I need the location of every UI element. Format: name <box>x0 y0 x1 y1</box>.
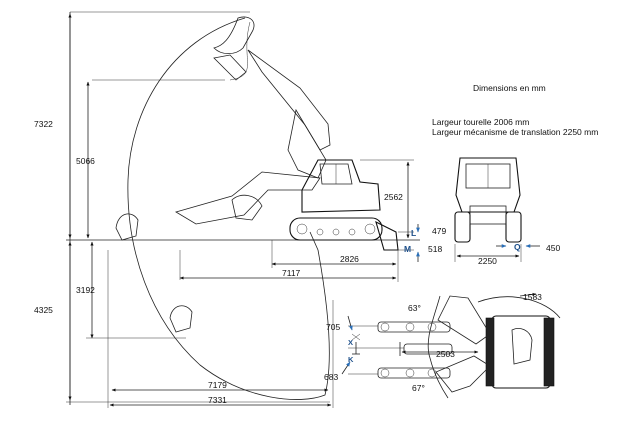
boom-swing-left <box>435 355 491 393</box>
top-track-right <box>543 317 555 387</box>
marker-l: L <box>411 228 416 238</box>
letter-markers: L M Q X K <box>348 228 521 364</box>
dozer-blade <box>375 220 399 251</box>
bucket-at-ground <box>115 213 139 241</box>
top-upper-structure <box>491 315 551 389</box>
boom-swing-right <box>437 295 491 345</box>
label-max-height: 7322 <box>34 119 53 129</box>
dimension-labels: 7322 5066 4325 3192 7179 7331 2826 7117 … <box>34 119 560 405</box>
offset-arc <box>427 295 449 399</box>
bucket-link <box>213 54 247 81</box>
label-dump-height: 5066 <box>76 156 95 166</box>
marker-m: M <box>404 244 411 254</box>
label-dig-depth-vertical: 3192 <box>76 285 95 295</box>
note-turret-width: Largeur tourelle 2006 mm <box>432 117 530 127</box>
undercarriage-track <box>289 217 383 241</box>
note-track-width: Largeur mécanisme de translation 2250 mm <box>432 127 599 137</box>
vertical-dimensions <box>66 13 330 403</box>
top-track-left <box>485 317 495 387</box>
label-reach-max: 7331 <box>208 395 227 405</box>
marker-x: X <box>348 338 353 347</box>
label-tail-swing-radius: 1583 <box>523 292 542 302</box>
cab-window <box>319 163 353 185</box>
label-angle-left: 67° <box>412 383 425 393</box>
label-reach-ground: 7179 <box>208 380 227 390</box>
upper-structure <box>301 159 381 213</box>
label-blade-lift: 479 <box>432 226 446 236</box>
label-blade-depth: 518 <box>428 244 442 254</box>
lowered-arm <box>175 171 321 225</box>
tail-swing-arc <box>477 296 561 319</box>
front-track-right <box>505 211 522 243</box>
excavator-side-view <box>115 16 399 333</box>
label-offset-right: 705 <box>326 322 340 332</box>
label-track-gauge: 2250 <box>478 256 497 266</box>
arm-left-position <box>377 367 451 379</box>
bucket-at-depth <box>169 305 193 333</box>
label-transport-length: 7117 <box>282 268 301 278</box>
lowered-bucket <box>231 194 263 221</box>
label-cab-height: 2562 <box>384 192 403 202</box>
label-swing-right-dim: 2503 <box>436 349 455 359</box>
label-dig-depth-total: 4325 <box>34 305 53 315</box>
marker-q: Q <box>514 242 521 252</box>
front-blade <box>469 205 507 225</box>
label-front-offset: 450 <box>546 243 560 253</box>
excavator-top-view <box>341 292 561 399</box>
label-angle-right: 63° <box>408 303 421 313</box>
top-seat <box>511 328 533 365</box>
arm-right-position <box>377 321 451 333</box>
raised-arm <box>247 49 331 151</box>
raised-bucket <box>213 16 255 55</box>
front-track-left <box>454 211 471 243</box>
excavator-front-view <box>454 157 540 262</box>
blade-dimensions <box>360 159 420 262</box>
horizontal-dimensions <box>107 240 399 408</box>
marker-k: K <box>348 355 354 364</box>
raised-boom-lower <box>287 108 327 179</box>
arm-center-position <box>403 343 453 355</box>
label-offset-left: 683 <box>324 372 338 382</box>
note-units: Dimensions en mm <box>473 83 546 93</box>
working-range-envelope <box>127 17 330 400</box>
label-tail-length: 2826 <box>340 254 359 264</box>
